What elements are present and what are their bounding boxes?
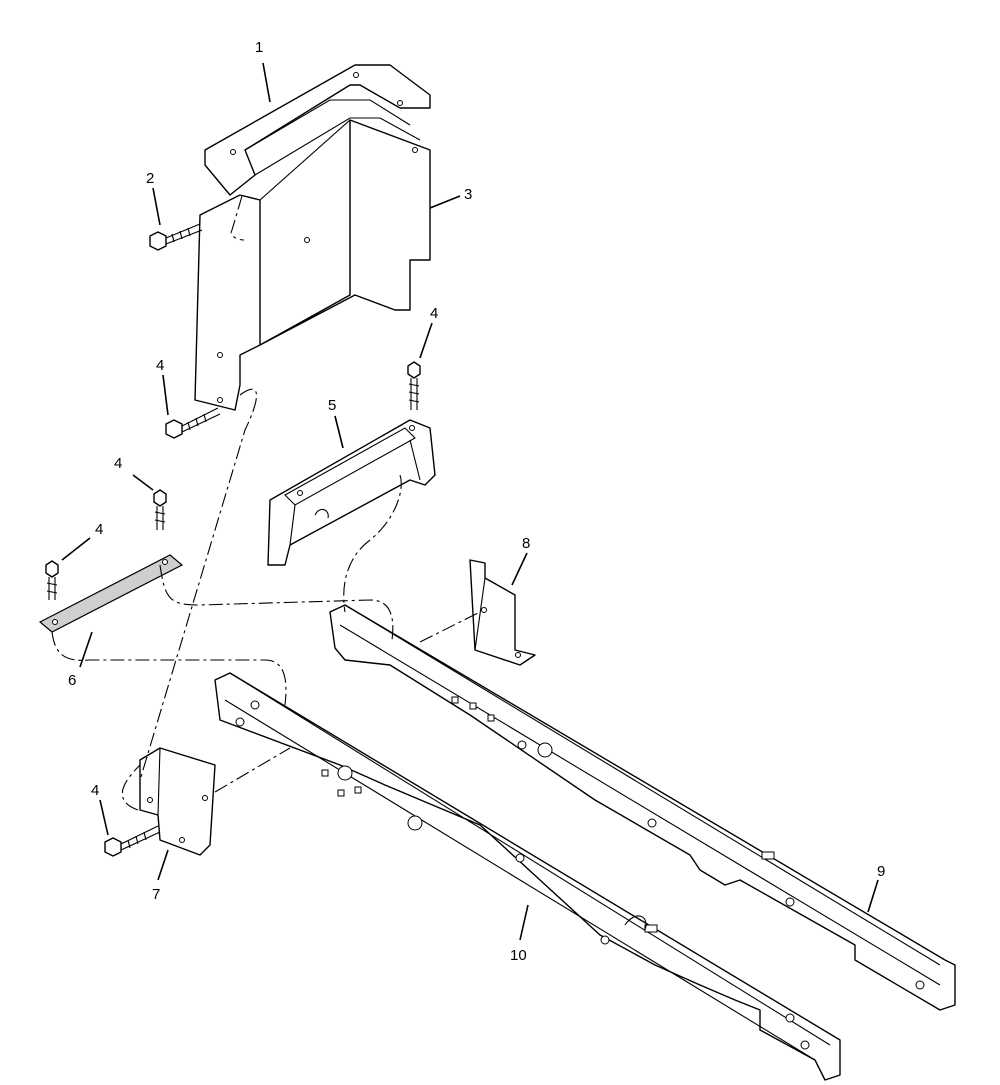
leader-lines <box>61 62 879 941</box>
callout-2: 2 <box>146 170 154 187</box>
bolt-item-2 <box>149 223 203 251</box>
callout-8: 8 <box>522 535 530 552</box>
callout-4-bracket7: 4 <box>91 782 99 799</box>
part-5-bracket <box>267 419 436 566</box>
callout-1: 1 <box>255 39 263 56</box>
callout-3: 3 <box>464 186 472 203</box>
bolt-item-4-bracket7 <box>104 825 161 857</box>
part-3-side-shield <box>194 119 431 411</box>
bolt-item-4-shield <box>165 407 221 439</box>
callout-labels: 1 2 3 4 4 4 4 4 5 6 7 8 9 10 <box>68 39 885 964</box>
bolt-item-4-strip-left <box>45 560 59 600</box>
assembly-lines <box>51 195 481 811</box>
bolt-item-4-bracket5 <box>407 361 421 410</box>
part-1-top-cover <box>204 64 431 196</box>
bolt-item-4-strip-right <box>153 489 167 530</box>
callout-9: 9 <box>877 863 885 880</box>
part-8-bracket <box>469 559 536 666</box>
part-9-rail <box>329 604 956 1011</box>
callout-5: 5 <box>328 397 336 414</box>
part-10-rail <box>214 672 841 1081</box>
callout-4-strip-left: 4 <box>95 521 103 538</box>
part-7-bracket <box>139 747 216 856</box>
callout-4-strip-right: 4 <box>114 455 122 472</box>
callout-10: 10 <box>510 947 527 964</box>
callout-4-bracket5: 4 <box>430 305 438 322</box>
callout-7: 7 <box>152 886 160 903</box>
callout-6: 6 <box>68 672 76 689</box>
part-6-strip <box>38 554 184 633</box>
callout-4-shield: 4 <box>156 357 164 374</box>
